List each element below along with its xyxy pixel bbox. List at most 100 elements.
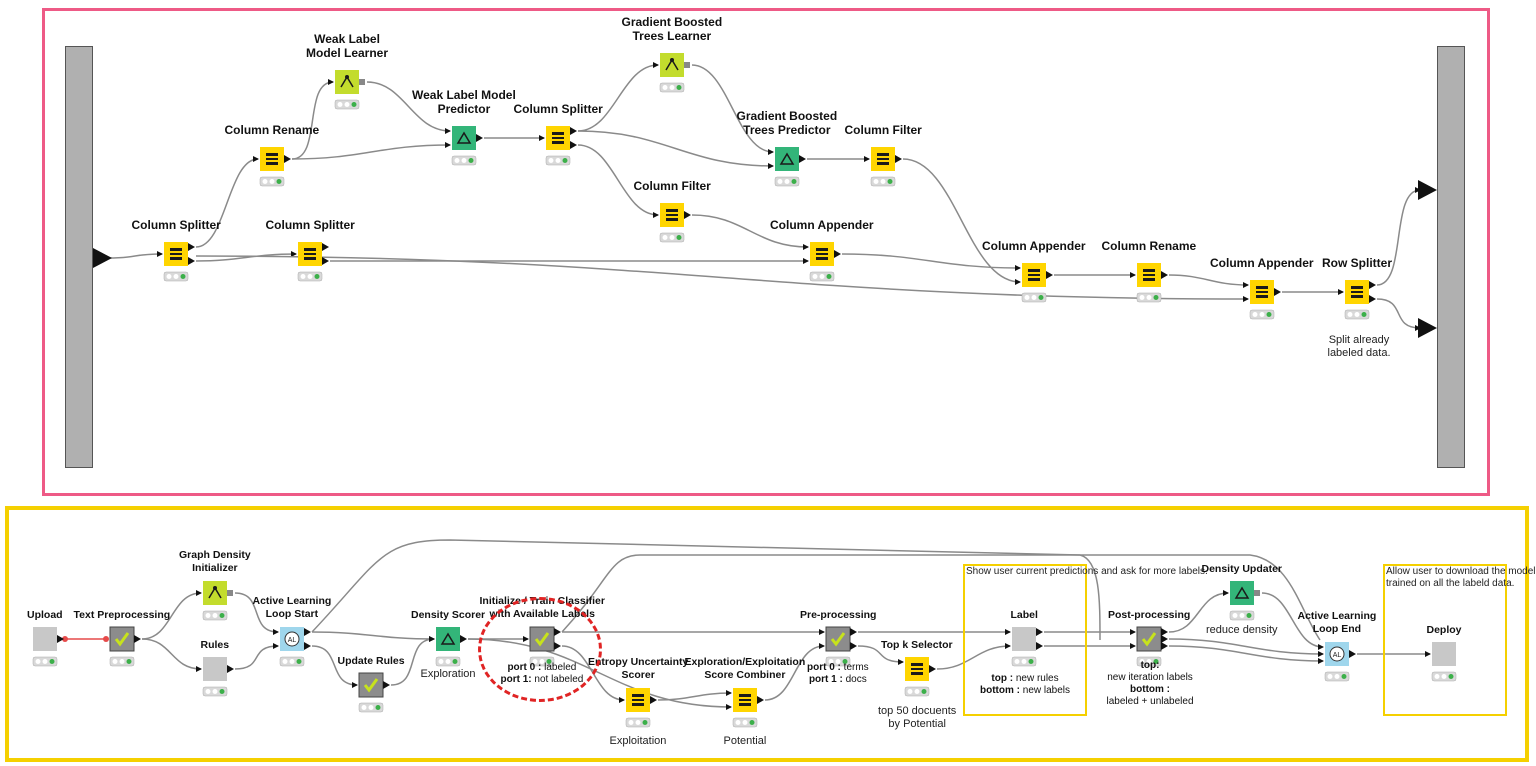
node-label-rs: Row Splitter bbox=[1322, 256, 1393, 270]
node-label-ur: Update Rules bbox=[337, 655, 405, 667]
node-du[interactable] bbox=[1228, 579, 1268, 630]
column-splitter-icon bbox=[163, 242, 195, 282]
node-label-post: Post-processing bbox=[1108, 609, 1191, 621]
node-label-tks: Top k Selector bbox=[881, 639, 953, 651]
node-post[interactable] bbox=[1135, 625, 1175, 676]
column-appender-icon bbox=[809, 242, 841, 282]
svg-text:AL: AL bbox=[288, 637, 297, 644]
rules-icon bbox=[202, 657, 234, 697]
node-label-eus: Entropy Uncertainty Scorer bbox=[588, 656, 689, 681]
check-icon bbox=[1136, 626, 1168, 667]
node-label-upload: Upload bbox=[27, 609, 63, 621]
upload-icon bbox=[32, 627, 64, 667]
node-ur[interactable] bbox=[357, 671, 397, 722]
label-annotation-text: Show user current predictions and ask fo… bbox=[966, 566, 1208, 577]
node-cf1[interactable] bbox=[869, 145, 909, 196]
graph-density-icon bbox=[202, 581, 233, 621]
node-ca3[interactable] bbox=[1248, 278, 1288, 329]
svg-text:AL: AL bbox=[1333, 652, 1342, 659]
node-label-ca2: Column Appender bbox=[982, 239, 1086, 253]
column-splitter-icon bbox=[297, 242, 329, 282]
node-label-pp: Pre-processing bbox=[800, 609, 877, 621]
node-label-ds: Density Scorer bbox=[411, 609, 486, 621]
loop-start-icon: AL bbox=[279, 627, 311, 667]
node-label-cr2: Column Rename bbox=[1101, 239, 1197, 253]
node-label-cr1: Column Rename bbox=[224, 123, 320, 137]
node-label-wlmp: Weak Label Model Predictor bbox=[412, 88, 516, 116]
row-splitter-note: Split already labeled data. bbox=[1327, 334, 1391, 359]
node-wlml[interactable] bbox=[333, 68, 373, 119]
weak-label-predictor-icon bbox=[451, 126, 483, 166]
node-gbtp[interactable] bbox=[773, 145, 813, 196]
node-ale[interactable]: AL bbox=[1323, 640, 1363, 691]
node-eus[interactable] bbox=[624, 686, 664, 737]
node-label-cs3: Column Splitter bbox=[265, 218, 355, 232]
density-updater-icon bbox=[1229, 581, 1260, 621]
column-rename-icon bbox=[259, 147, 291, 187]
sublabel-exploration: Exploration bbox=[420, 668, 476, 680]
node-label-cs2: Column Splitter bbox=[513, 102, 603, 116]
check-icon bbox=[358, 672, 390, 713]
column-splitter-icon bbox=[545, 126, 577, 166]
node-tp[interactable] bbox=[108, 625, 148, 676]
node-cf2[interactable] bbox=[658, 201, 698, 252]
node-rs[interactable] bbox=[1343, 278, 1383, 329]
node-ca2[interactable] bbox=[1020, 261, 1060, 312]
node-deploy[interactable] bbox=[1430, 640, 1470, 691]
node-als[interactable]: AL bbox=[278, 625, 318, 676]
score-combiner-icon bbox=[732, 688, 764, 728]
node-ca1[interactable] bbox=[808, 240, 848, 291]
label-icon bbox=[1011, 627, 1043, 667]
node-label-label: Label bbox=[1010, 609, 1038, 621]
node-label-ca3: Column Appender bbox=[1210, 256, 1314, 270]
node-tks[interactable] bbox=[903, 655, 943, 706]
node-label-cf2: Column Filter bbox=[633, 179, 711, 193]
column-appender-icon bbox=[1021, 263, 1053, 303]
gradient-boosted-predictor-icon bbox=[774, 147, 806, 187]
sublabel-exploitation: Exploitation bbox=[609, 735, 667, 747]
node-cs2[interactable] bbox=[544, 124, 584, 175]
node-wlmp[interactable] bbox=[450, 124, 490, 175]
output-port-bar bbox=[1437, 46, 1465, 468]
node-label-cf1: Column Filter bbox=[844, 123, 922, 137]
top-k-selector-icon bbox=[904, 657, 936, 697]
node-label-ale: Active Learning Loop End bbox=[1297, 610, 1377, 635]
weak-label-learner-icon bbox=[334, 70, 365, 110]
column-filter-icon bbox=[659, 203, 691, 243]
column-filter-icon bbox=[870, 147, 902, 187]
node-label-esc: Exploration/Exploitation Score Combiner bbox=[684, 656, 806, 681]
node-label[interactable] bbox=[1010, 625, 1050, 676]
node-esc[interactable] bbox=[731, 686, 771, 737]
density-scorer-icon bbox=[435, 627, 467, 667]
deploy-icon bbox=[1431, 642, 1457, 682]
deploy-annotation-text: Allow user to download the model trained… bbox=[1386, 566, 1536, 589]
top-workflow-frame bbox=[42, 8, 1490, 496]
node-label-ca1: Column Appender bbox=[770, 218, 874, 232]
node-label-als: Active Learning Loop Start bbox=[252, 595, 332, 620]
sublabel-potential: Potential bbox=[723, 735, 767, 747]
node-label-deploy: Deploy bbox=[1426, 624, 1462, 636]
label-annotation-box bbox=[963, 564, 1087, 716]
node-label-gdi: Graph Density Initializer bbox=[179, 549, 251, 574]
node-cs1[interactable] bbox=[162, 240, 202, 291]
check-icon bbox=[109, 626, 141, 667]
input-port-bar bbox=[65, 46, 93, 468]
node-ds[interactable] bbox=[434, 625, 474, 676]
node-label-gbtl: Gradient Boosted Trees Learner bbox=[621, 15, 723, 43]
column-rename-icon bbox=[1136, 263, 1168, 303]
node-cs3[interactable] bbox=[296, 240, 336, 291]
node-upload[interactable] bbox=[31, 625, 71, 676]
loop-end-icon: AL bbox=[1324, 642, 1356, 682]
check-icon bbox=[825, 626, 857, 667]
node-rules[interactable] bbox=[201, 655, 241, 706]
node-gdi[interactable] bbox=[201, 579, 241, 630]
node-cr1[interactable] bbox=[258, 145, 298, 196]
row-splitter-icon bbox=[1344, 280, 1376, 320]
node-cr2[interactable] bbox=[1135, 261, 1175, 312]
node-gbtl[interactable] bbox=[658, 51, 698, 102]
node-pp[interactable] bbox=[824, 625, 864, 676]
